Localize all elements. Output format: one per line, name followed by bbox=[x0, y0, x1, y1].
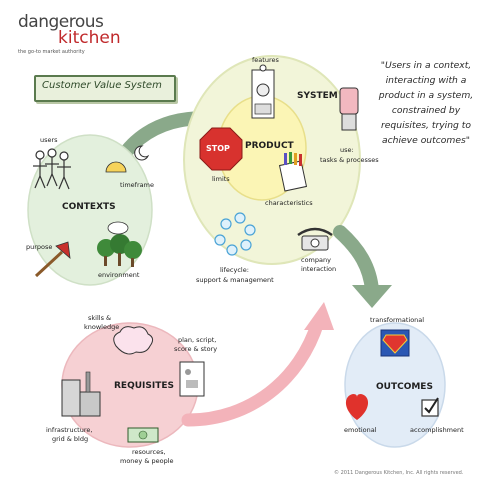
characteristics-label: characteristics bbox=[265, 199, 313, 207]
factory-icon bbox=[61, 371, 101, 417]
system-label: SYSTEM bbox=[297, 91, 338, 101]
lifecycle-icon bbox=[214, 212, 256, 256]
company-label: company bbox=[301, 256, 331, 264]
plan-label: plan, script, bbox=[178, 336, 217, 344]
accomplishment-label: accomplishment bbox=[410, 426, 464, 434]
phone-icon bbox=[297, 227, 333, 251]
checkbox-icon bbox=[421, 397, 439, 417]
tasks-label: tasks & processes bbox=[320, 156, 379, 164]
resources-label: resources, bbox=[132, 448, 166, 456]
blender-icon bbox=[339, 87, 359, 131]
contexts-label: CONTEXTS bbox=[62, 202, 116, 212]
trees-icon bbox=[97, 221, 142, 267]
copyright-text: © 2011 Dangerous Kitchen, Inc. All right… bbox=[334, 470, 464, 476]
users-label: users bbox=[40, 136, 58, 144]
timeframe-label: timeframe bbox=[120, 181, 154, 189]
system-to-outcomes-arrow bbox=[333, 225, 379, 297]
outcomes-circle bbox=[344, 322, 446, 448]
plan-label-2: score & story bbox=[174, 345, 218, 353]
skills-label-2: knowledge bbox=[84, 323, 120, 331]
environment-label: environment bbox=[98, 271, 140, 279]
system-to-outcomes-arrowhead bbox=[352, 285, 392, 308]
requisites-label: REQUISITES bbox=[114, 381, 174, 391]
requisites-to-system-arrowhead bbox=[304, 302, 334, 330]
heart-icon bbox=[345, 394, 369, 420]
company-label-2: interaction bbox=[301, 265, 337, 273]
limits-label: limits bbox=[212, 175, 230, 183]
lifecycle-label: lifecycle: bbox=[220, 266, 249, 274]
purpose-label: purpose bbox=[26, 243, 53, 251]
robot-icon bbox=[251, 64, 275, 119]
crayons-icon bbox=[278, 152, 308, 192]
logo-dangerous: dangerous bbox=[18, 12, 104, 32]
axe-icon bbox=[34, 241, 71, 278]
money-icon bbox=[127, 427, 159, 443]
infrastructure-label-2: grid & bldg bbox=[52, 435, 89, 443]
plan-document-icon bbox=[179, 361, 205, 397]
infrastructure-label: infrastructure, bbox=[46, 426, 93, 434]
use-label: use: bbox=[340, 146, 354, 154]
transformational-label: transformational bbox=[370, 316, 425, 324]
brain-icon bbox=[113, 326, 154, 355]
timeframe-icon bbox=[105, 145, 150, 173]
outcomes-label: OUTCOMES bbox=[376, 382, 433, 392]
lifecycle-label-2: support & management bbox=[196, 276, 274, 284]
quote-text: "Users in a context, interacting with a … bbox=[378, 60, 474, 146]
title-box bbox=[34, 75, 176, 102]
requisites-to-system-arrow bbox=[181, 315, 325, 427]
resources-label-2: money & people bbox=[120, 457, 174, 465]
stop-sign-icon bbox=[199, 127, 243, 171]
stop-text: STOP bbox=[206, 144, 230, 153]
users-icon bbox=[33, 148, 71, 190]
skills-label: skills & bbox=[88, 314, 112, 322]
logo-tagline: the go-to market authority bbox=[18, 49, 85, 55]
superman-icon bbox=[380, 329, 410, 357]
logo-kitchen: kitchen bbox=[58, 28, 121, 48]
title-text: Customer Value System bbox=[42, 80, 162, 91]
product-label: PRODUCT bbox=[245, 141, 294, 151]
features-label: features bbox=[252, 56, 279, 64]
emotional-label: emotional bbox=[344, 426, 377, 434]
